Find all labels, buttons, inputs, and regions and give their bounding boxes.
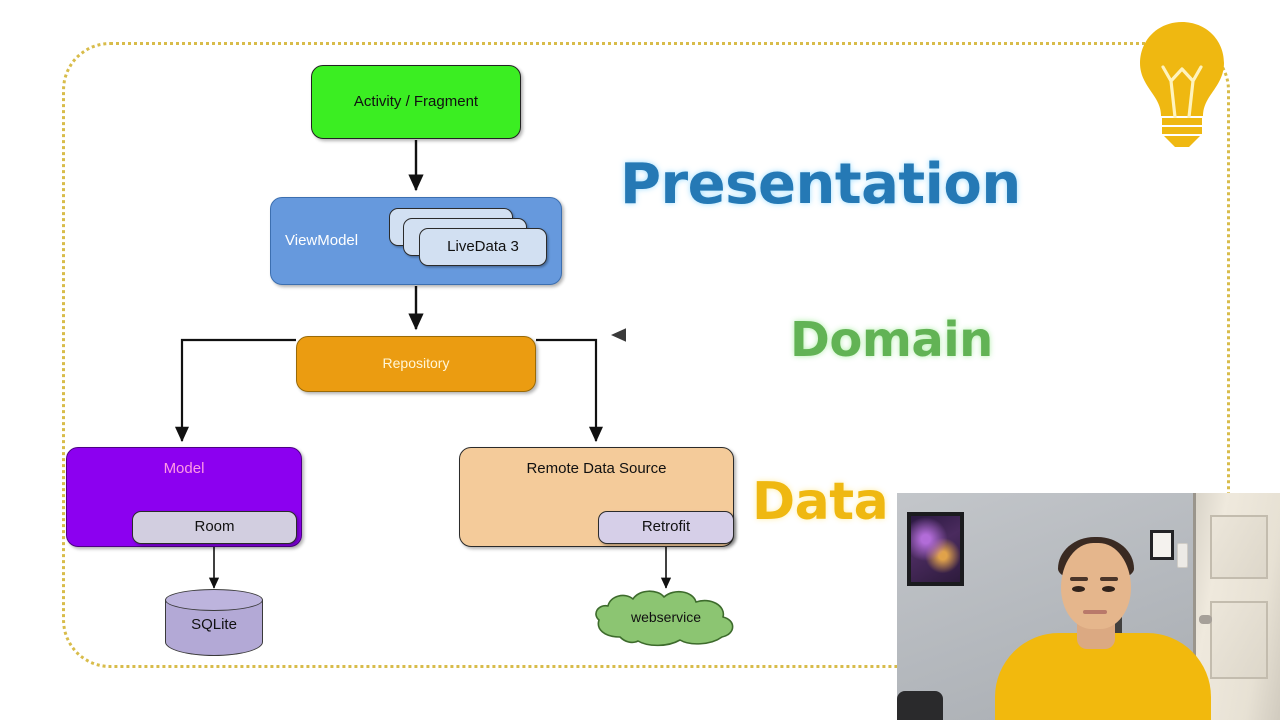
webcam-presenter-brow-left — [1070, 577, 1088, 581]
webcam-light-switch — [1177, 543, 1188, 568]
webcam-door-panel-top — [1210, 515, 1268, 579]
node-repository-label: Repository — [382, 355, 450, 372]
webcam-chair — [897, 691, 943, 720]
node-repository[interactable]: Repository — [296, 336, 536, 392]
connector-repository-to-remote — [536, 338, 604, 443]
webcam-presenter-eye-left — [1072, 586, 1085, 592]
zone-label-domain: Domain — [790, 312, 993, 368]
zone-label-data: Data — [752, 472, 889, 532]
webcam-framed-poster — [907, 512, 964, 586]
livedata-card-stack: LiveData 3 — [389, 206, 559, 276]
webcam-presenter-eye-right — [1102, 586, 1115, 592]
livedata-card-front-label: LiveData 3 — [447, 237, 519, 255]
presenter-webcam[interactable] — [897, 493, 1280, 720]
node-sqlite-database[interactable]: SQLite — [165, 589, 263, 661]
webcam-door-knob — [1199, 615, 1212, 624]
webcam-presenter-mouth — [1083, 610, 1107, 614]
connector-repository-to-model — [174, 338, 296, 443]
zone-label-presentation: Presentation — [620, 152, 1021, 217]
node-viewmodel[interactable]: ViewModel LiveData 3 — [270, 197, 562, 285]
cloud-icon — [595, 590, 734, 647]
webcam-presenter-head — [1061, 543, 1131, 629]
lightbulb-icon — [1131, 17, 1233, 147]
node-retrofit-label: Retrofit — [641, 518, 691, 536]
node-room[interactable]: Room — [132, 511, 297, 544]
node-viewmodel-label: ViewModel — [285, 231, 359, 249]
node-activity-fragment[interactable]: Activity / Fragment — [311, 65, 521, 139]
node-remote-data-source[interactable]: Remote Data Source — [459, 447, 734, 547]
node-webservice-cloud[interactable]: webservice — [586, 587, 746, 649]
node-model-label: Model — [163, 460, 205, 477]
node-sqlite-label: SQLite — [191, 616, 237, 633]
node-retrofit[interactable]: Retrofit — [598, 511, 734, 544]
webcam-door — [1193, 493, 1280, 720]
database-cylinder-top — [165, 589, 263, 611]
livedata-card-front[interactable]: LiveData 3 — [419, 228, 547, 266]
node-remote-data-source-label: Remote Data Source — [526, 460, 667, 477]
webcam-presenter-brow-right — [1100, 577, 1118, 581]
node-activity-fragment-label: Activity / Fragment — [353, 92, 479, 110]
node-webservice-label: webservice — [630, 609, 702, 625]
webcam-small-frame — [1150, 530, 1174, 560]
node-room-label: Room — [194, 518, 235, 536]
webcam-door-panel-bottom — [1210, 601, 1268, 679]
